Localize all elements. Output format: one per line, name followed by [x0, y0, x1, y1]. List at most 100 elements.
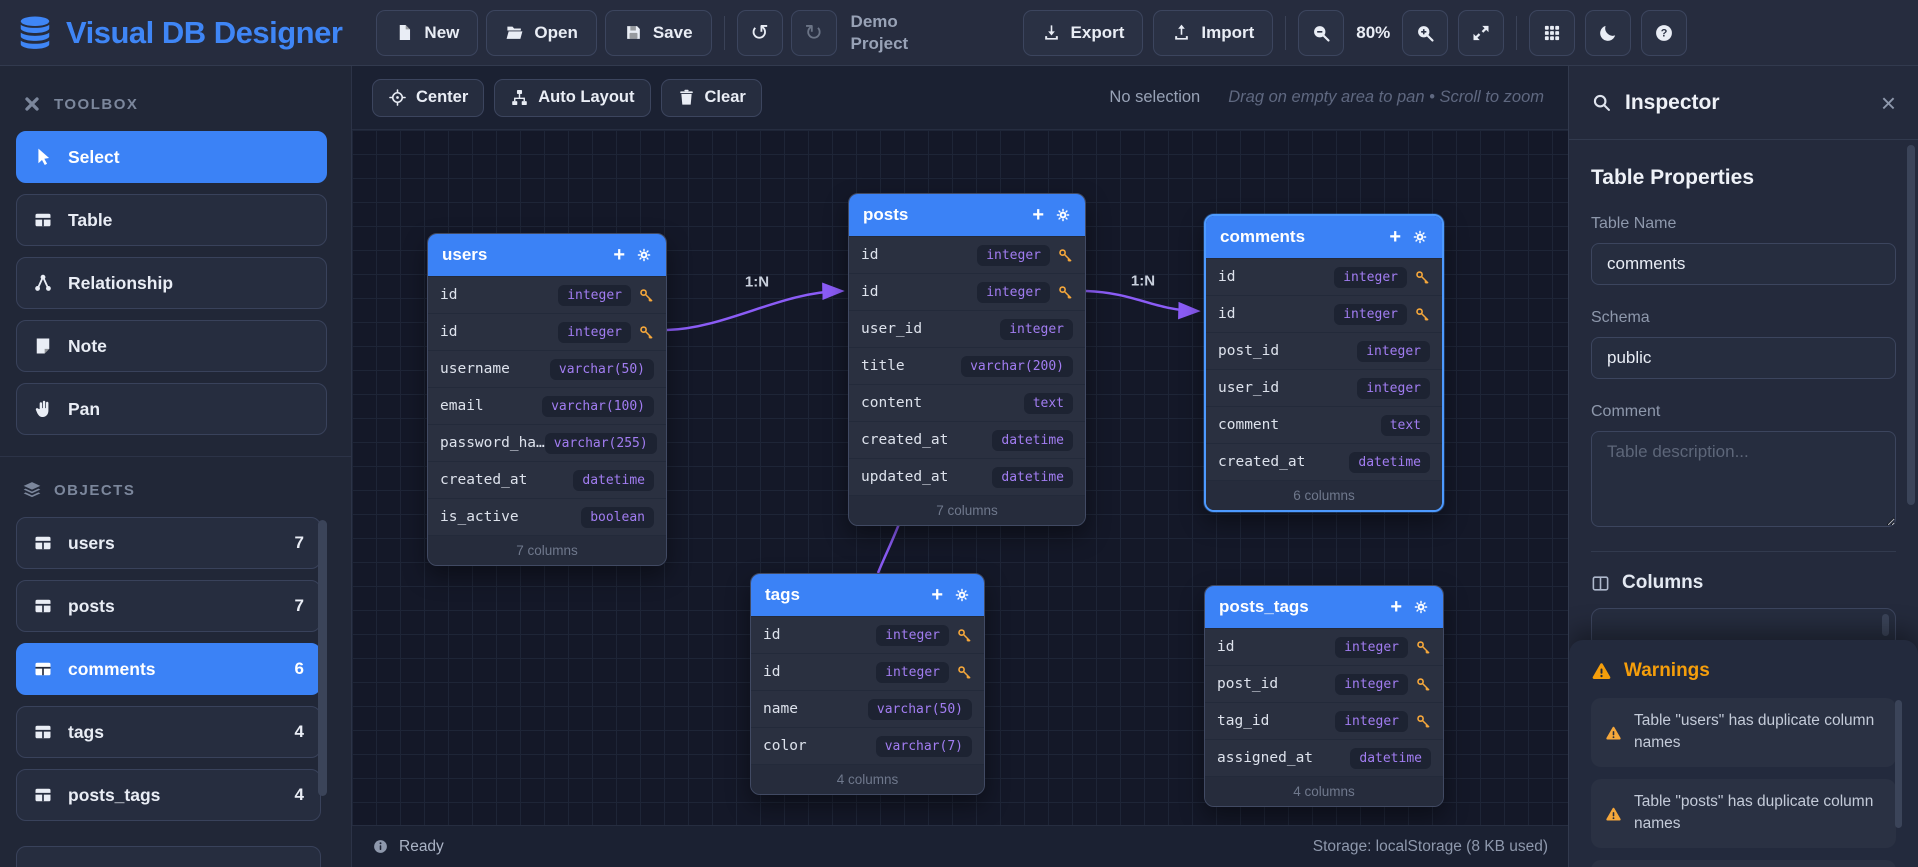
theme-toggle-button[interactable]: [1585, 9, 1632, 56]
table-icon: [33, 596, 53, 616]
add-column-icon[interactable]: +: [613, 244, 625, 266]
project-name: Demo Project: [850, 12, 909, 53]
zoom-in-button[interactable]: [1402, 9, 1449, 56]
tool-Select[interactable]: Select: [16, 131, 327, 183]
warnings-scrollbar[interactable]: [1895, 700, 1902, 828]
export-button[interactable]: Export: [1022, 9, 1144, 56]
table-header[interactable]: posts+: [849, 194, 1085, 236]
columns-scrollbar[interactable]: [1882, 614, 1889, 636]
help-button[interactable]: ?: [1641, 9, 1688, 56]
column-name: post_id: [1218, 343, 1280, 359]
add-column-icon[interactable]: +: [1390, 596, 1402, 618]
open-button[interactable]: Open: [486, 9, 597, 56]
gear-icon[interactable]: [954, 587, 970, 603]
column-name: content: [861, 395, 923, 411]
grid-icon: [1542, 23, 1562, 43]
item-label: users: [68, 532, 115, 553]
redo-button[interactable]: ↻: [790, 9, 837, 56]
open-button-label: Open: [534, 22, 578, 42]
export-button-label: Export: [1070, 22, 1125, 42]
table-name-field[interactable]: [1591, 243, 1896, 285]
column-row[interactable]: password_ha…varchar(255): [428, 424, 666, 461]
grid-toggle-button[interactable]: [1529, 9, 1576, 56]
tool-Table[interactable]: Table: [16, 194, 327, 246]
zoom-out-button[interactable]: [1298, 9, 1345, 56]
table-header[interactable]: posts_tags+: [1205, 586, 1443, 628]
relationship-cardinality: 1:N: [1130, 272, 1156, 290]
add-column-icon[interactable]: +: [1032, 204, 1044, 226]
table-header[interactable]: comments+: [1206, 216, 1442, 258]
undo-button[interactable]: ↺: [736, 9, 783, 56]
column-name: id: [1218, 306, 1236, 322]
gear-icon[interactable]: [636, 247, 652, 263]
auto-layout-button[interactable]: Auto Layout: [494, 78, 651, 117]
schema-field[interactable]: [1591, 337, 1896, 379]
inspector-scrollbar[interactable]: [1907, 145, 1915, 505]
clear-button[interactable]: Clear: [660, 78, 762, 117]
sidebar-scrollbar[interactable]: [318, 520, 327, 796]
center-button[interactable]: Center: [372, 78, 485, 117]
add-column-icon[interactable]: +: [931, 584, 943, 606]
gear-icon[interactable]: [1413, 599, 1429, 615]
column-type-badge: integer: [558, 284, 631, 306]
warning-text: Table "posts" has duplicate column names: [1634, 792, 1874, 833]
tool-Note[interactable]: Note: [16, 320, 327, 372]
new-button[interactable]: New: [376, 9, 479, 56]
diagram-canvas[interactable]: Center Auto Layout Clear No selection Dr…: [352, 66, 1568, 867]
fit-view-button[interactable]: [1458, 9, 1505, 56]
save-button[interactable]: Save: [604, 9, 712, 56]
table-header[interactable]: tags+: [751, 574, 984, 616]
tool-Relationship[interactable]: Relationship: [16, 257, 327, 309]
tool-Pan[interactable]: Pan: [16, 383, 327, 435]
close-icon[interactable]: ×: [1880, 87, 1896, 118]
gear-icon[interactable]: [1412, 229, 1428, 245]
comment-field[interactable]: [1591, 431, 1896, 527]
column-type-badge: datetime: [1350, 747, 1431, 769]
gear-icon[interactable]: [1055, 207, 1071, 223]
database-logo-icon: [16, 14, 54, 52]
column-type-badge: integer: [1000, 318, 1073, 340]
import-button[interactable]: Import: [1153, 9, 1274, 56]
list-item-partial[interactable]: [16, 846, 321, 867]
table-header[interactable]: users+: [428, 234, 666, 276]
table-icon: [33, 659, 53, 679]
add-column-icon[interactable]: +: [1389, 226, 1401, 248]
